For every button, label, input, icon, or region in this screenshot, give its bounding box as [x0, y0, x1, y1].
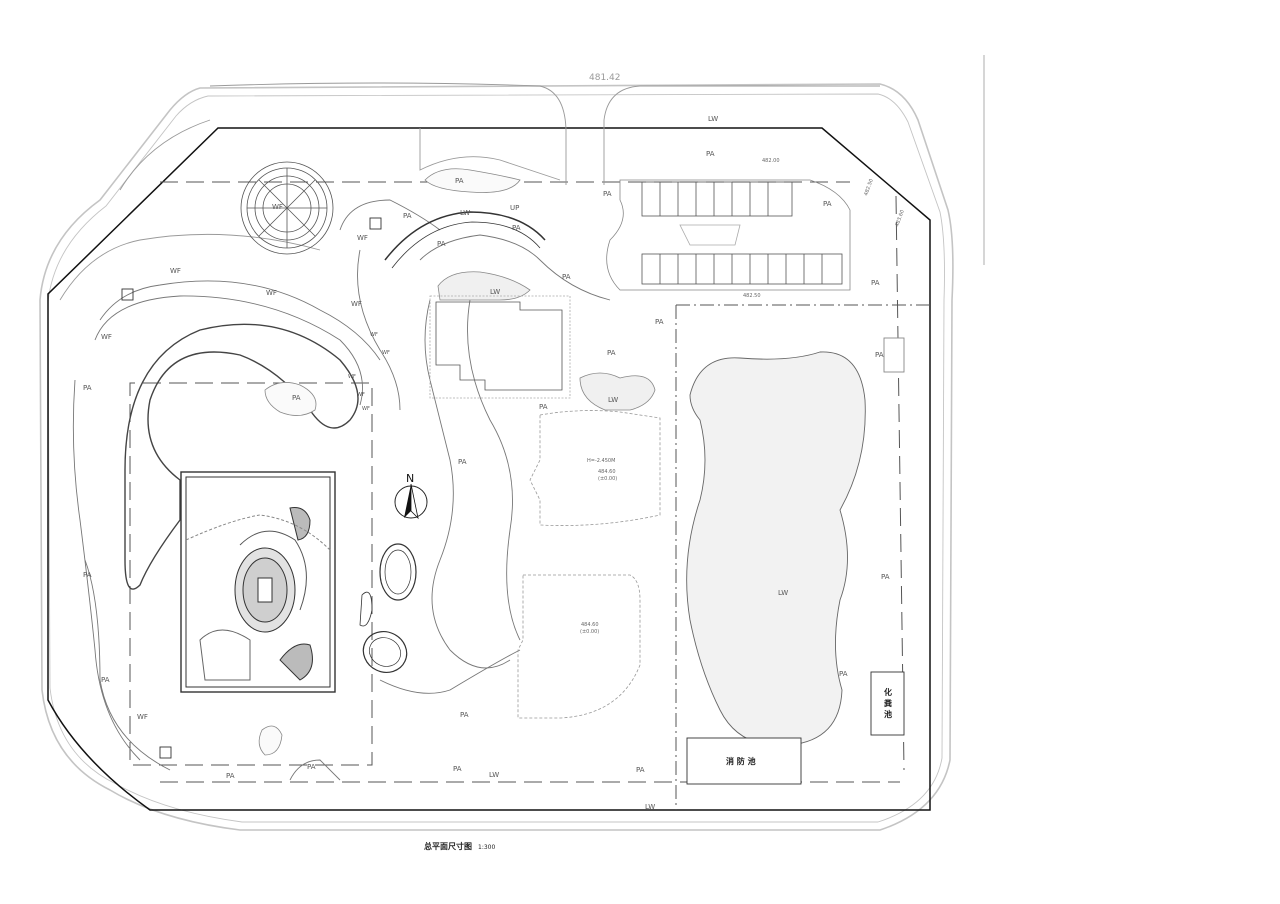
zone-label: LW	[645, 803, 655, 811]
roads	[59, 82, 880, 301]
zone-label: PA	[455, 177, 464, 185]
elevation-label: H=-2.450M	[587, 458, 615, 464]
landscape-paths	[72, 199, 611, 781]
elevation-label: 482.50	[743, 293, 761, 299]
property-line	[47, 127, 931, 811]
parking-block	[606, 179, 851, 291]
zone-label: PA	[881, 573, 890, 581]
zone-label: PA	[307, 763, 316, 771]
elevation-label: 483.60	[894, 209, 906, 227]
zone-label: PA	[655, 318, 664, 326]
north-arrow-icon	[394, 483, 428, 520]
zone-label: WF	[266, 289, 277, 297]
elevation-label: 482.00	[762, 158, 780, 164]
zone-label: LW	[708, 115, 718, 123]
drawing-scale: 1:300	[478, 844, 495, 851]
elevation-label: 484.60	[581, 622, 599, 628]
zone-label: PA	[839, 670, 848, 678]
septic-tank-char: 化	[884, 687, 892, 697]
zone-label: LW	[490, 288, 500, 296]
elevation-label: 484.60	[598, 469, 616, 475]
markers	[121, 217, 382, 759]
fire-pool-label: 消 防 池	[726, 756, 756, 766]
septic-tank-char: 池	[884, 709, 892, 719]
zone-label: PA	[875, 351, 884, 359]
zone-label: PA	[871, 279, 880, 287]
main-building	[180, 471, 336, 693]
zone-label: PA	[453, 765, 462, 773]
zone-label: PA	[292, 394, 301, 402]
zone-labels: LW PA PA PA PA PA LW UP PA PA PA LW PA P…	[83, 115, 890, 811]
zone-label: PA	[603, 190, 612, 198]
north-label: N	[406, 472, 414, 485]
septic-tank-char: 粪	[884, 698, 892, 708]
zone-label: UP	[510, 204, 519, 212]
zone-label: PA	[403, 212, 412, 220]
elevation-label: (±0.00)	[598, 476, 617, 482]
zone-label: LW	[489, 771, 499, 779]
lawn-patches	[258, 168, 656, 756]
zone-label: WF	[351, 300, 362, 308]
zone-label: PA	[458, 458, 467, 466]
zone-label: WF	[101, 333, 112, 341]
elevation-label: (±0.00)	[580, 629, 599, 635]
outer-site-boundary	[39, 83, 954, 831]
large-lawn	[686, 351, 866, 746]
septic-tank-label: 化 粪 池	[884, 687, 892, 719]
zone-label: PA	[83, 384, 92, 392]
zone-label: LW	[608, 396, 618, 404]
drawing-title: 总平面尺寸图	[424, 841, 472, 851]
zone-label: PA	[706, 150, 715, 158]
zone-label: WF	[357, 234, 368, 242]
zone-label: PA	[101, 676, 110, 684]
elevation-labels: 482.00 482.50 482.50 483.60 H=-2.450M 48…	[580, 158, 906, 635]
zone-label: WF	[357, 392, 365, 398]
zone-label: PA	[562, 273, 571, 281]
zone-label: WF	[370, 332, 378, 338]
zone-label: PA	[512, 224, 521, 232]
zone-label: PA	[539, 403, 548, 411]
zone-label: WF	[382, 350, 390, 356]
basement-outlines	[517, 410, 661, 719]
building-upper	[429, 295, 571, 399]
arc-walkway	[384, 211, 546, 269]
zone-label: WF	[170, 267, 181, 275]
zone-label: PA	[83, 571, 92, 579]
zone-label: PA	[636, 766, 645, 774]
zone-label: PA	[437, 240, 446, 248]
zone-label: LW	[778, 589, 788, 597]
zone-label: PA	[226, 772, 235, 780]
zone-label: PA	[607, 349, 616, 357]
elevation-label: 482.50	[863, 178, 875, 196]
zone-label: LW	[460, 209, 470, 217]
circular-feature	[240, 161, 334, 255]
overall-dimension: 481.42	[589, 73, 621, 83]
oval-pods	[359, 543, 417, 673]
zone-label: PA	[460, 711, 469, 719]
facility-boxes	[686, 337, 905, 785]
zone-label: PA	[823, 200, 832, 208]
zone-label: WF	[348, 374, 356, 380]
zone-label: WF	[272, 203, 283, 211]
zone-label: WF	[137, 713, 148, 721]
zone-label: WF	[362, 406, 370, 412]
